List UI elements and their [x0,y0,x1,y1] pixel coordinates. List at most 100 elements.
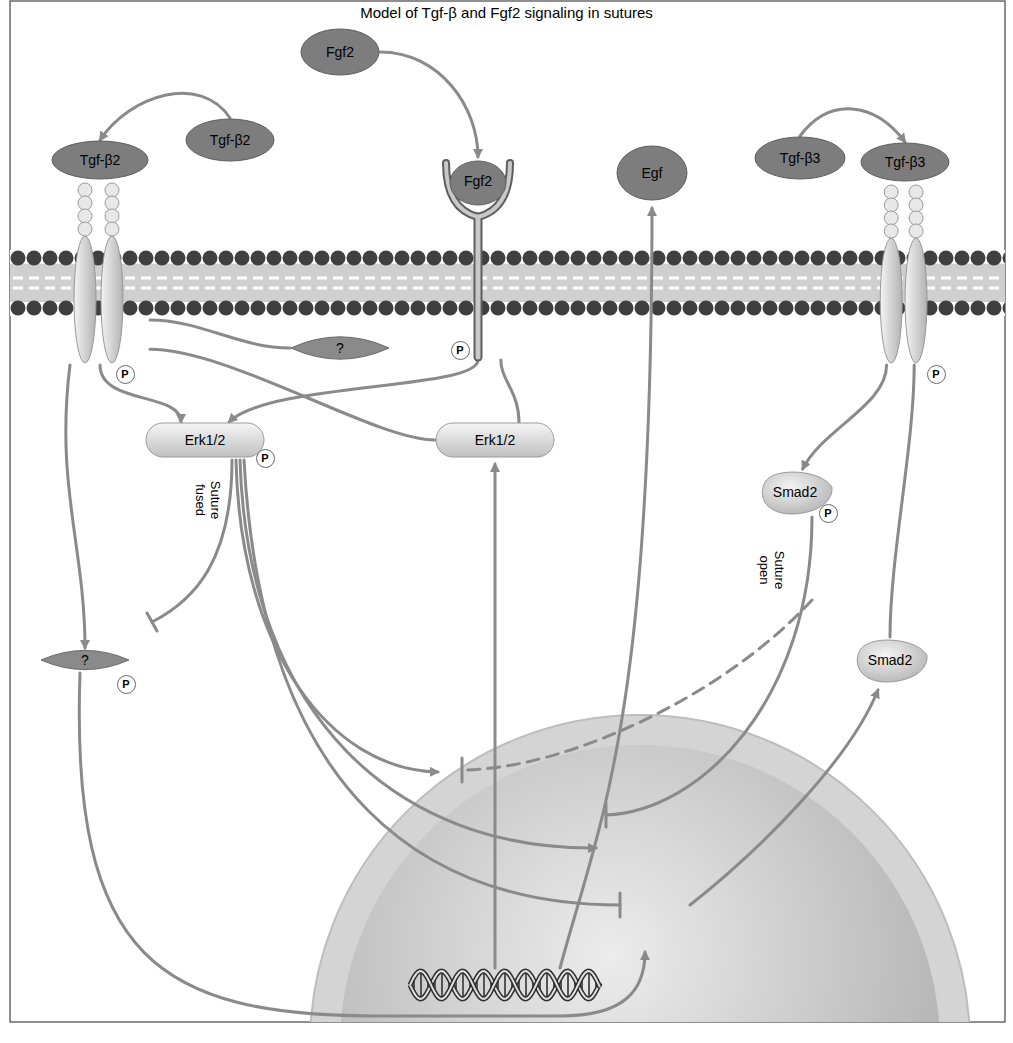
pathway-connector [150,320,290,348]
ligand-shape [186,119,274,161]
unknown-protein: ? [290,334,390,362]
receptor-domain [105,183,119,197]
node-label-area: Erk1/2 [145,422,265,458]
receptor-domain [884,185,898,199]
receptor-transmembrane [74,236,96,363]
receptor-domain [78,196,92,210]
receptor-domain [78,209,92,223]
kinase-shape [146,423,264,457]
dna-rung [525,971,527,999]
node-text: Erk1/2 [475,432,515,448]
node-label-area: ? [40,648,130,672]
pathway-connector [800,109,905,142]
receptor-domain [78,222,92,236]
protein-shape [41,650,129,669]
receptor-domain [884,198,898,212]
dna-strand [410,971,600,999]
inhibition-bar [147,613,157,631]
smad-nucleus-inhibition [606,517,812,815]
phosphate-label: P [256,449,275,468]
inhibition-bar [605,803,608,827]
receptor-domain [909,198,923,212]
node-text: Fgf2 [464,173,492,189]
ligand-shape [861,143,949,181]
dna-rung [504,971,506,999]
phosphate-label: P [451,341,470,360]
erk-nucleus-inhibition [244,460,620,905]
inhibition-bar [461,758,464,782]
node-label-area: Tgf-β2 [50,140,150,180]
node-label-area: Egf [616,145,688,201]
node-label-area: Smad2 [852,637,928,683]
receptor-domain [909,211,923,225]
pathway-connector [229,360,478,422]
smad-shape [857,640,927,682]
node-label-area: Tgf-β2 [185,118,275,162]
dna-strand [410,971,600,999]
pathway-connector [803,365,887,469]
ligand-receptor-complex: Tgf-β2 [50,140,150,365]
dna-strand [410,971,600,999]
pathway-lines [79,208,878,1016]
node-text: Erk1/2 [185,432,225,448]
smad-expression-arrow [690,690,878,905]
dna-rung [420,971,422,999]
unknown-protein: ? [40,648,130,672]
pathway-connector [100,365,181,422]
pathway-connector [890,365,914,637]
diagram-title: Model of Tgf-β and Fgf2 signaling in sut… [0,4,1013,21]
receptor-fill [476,217,481,357]
node-label-area: Erk1/2 [435,422,555,458]
pathway-connector [501,360,519,422]
dna-rung [462,971,464,999]
receptor-outline [474,217,483,357]
erk-inhibition-line [152,460,232,622]
node-text: Tgf-β2 [80,152,121,168]
dna-rung [546,971,548,999]
node-text: Smad2 [773,484,817,500]
kinase-protein: Erk1/2 [435,422,555,458]
dna-strand [410,971,600,999]
dna-rung [567,971,569,999]
protein-shape [291,337,389,359]
ligand-receptor-complex: Fgf2 [440,157,516,360]
receptor-transmembrane [905,238,927,363]
kinase-shape [436,423,554,457]
node-text: Fgf2 [326,44,354,60]
suture-state-label: Suture open [757,546,787,594]
ligand-shape [52,141,148,179]
receptor-domain [909,224,923,238]
node-label-area: Tgf-β3 [859,142,951,182]
inhibition-bar [619,893,622,917]
receptor-domain [884,224,898,238]
cell-membrane [10,250,1005,316]
node-shape [859,142,951,365]
node-label-area: Fgf2 [300,28,380,76]
receptor-domain [105,209,119,223]
node-shape [50,140,150,365]
receptor-transmembrane [880,238,902,363]
smad-dashed-inhibition [462,600,812,770]
egf-expression-arrow [560,208,652,968]
dna-rung [588,971,590,999]
pathway-connector [66,365,85,648]
node-text: ? [81,652,89,668]
node-text: Tgf-β2 [210,132,251,148]
ligand-shape [301,29,379,75]
erk-nucleus-arrow [240,460,596,848]
node-label-area: Fgf2 [440,157,516,205]
ligand: Tgf-β3 [754,136,846,180]
dna-rung [441,971,443,999]
phosphate-label: P [819,504,838,523]
ligand: Egf [616,145,688,201]
suture-state-label: Suture fused [193,476,223,524]
smad-protein: Smad2 [852,637,928,683]
receptor-transmembrane [101,236,123,363]
receptor-domain [909,185,923,199]
pathway-connector [380,52,478,157]
phosphate-label: P [927,365,946,384]
ligand-shape [755,137,845,179]
